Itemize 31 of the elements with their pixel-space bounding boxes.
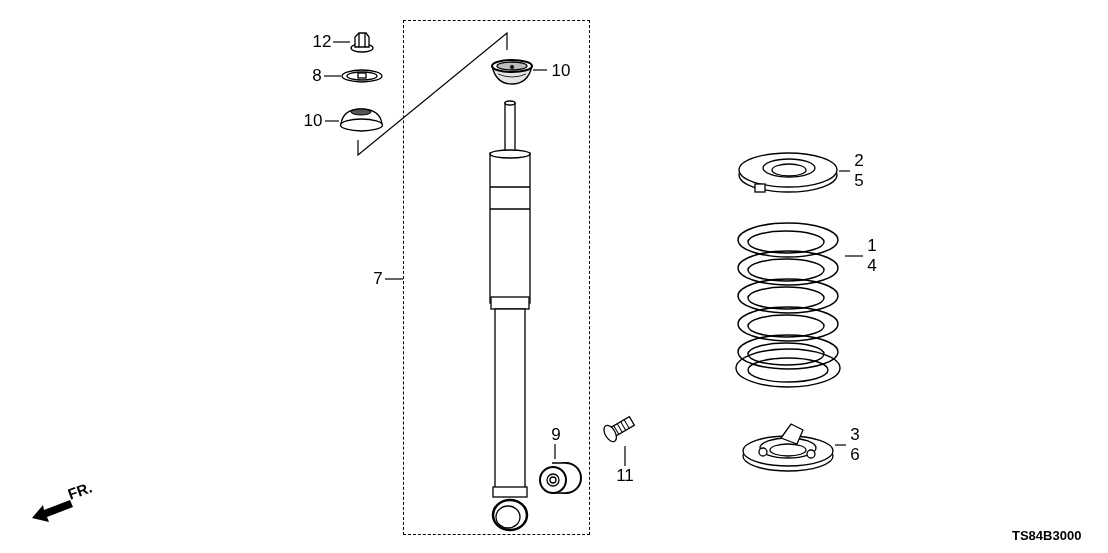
leader-line [844, 255, 864, 257]
rubber-mount-drawing [339, 106, 384, 132]
callout-number: 5 [854, 171, 864, 191]
leader-line [838, 170, 851, 172]
callout-number: 12 [312, 32, 332, 52]
callout-number: 8 [312, 66, 322, 86]
leader-line [834, 444, 847, 446]
leader-line [324, 120, 340, 122]
callout-number: 2 [854, 151, 864, 171]
leader-line [554, 443, 556, 460]
leader-line [624, 445, 626, 467]
callout-number: 7 [373, 269, 383, 289]
dash-dot-assembly-frame [403, 20, 590, 535]
leader-line [323, 75, 342, 77]
shock-absorber-drawing [486, 97, 534, 533]
callout-number: 9 [551, 425, 561, 445]
leader-line [532, 69, 548, 71]
callout-number: 4 [867, 256, 877, 276]
callout-number: 10 [551, 61, 571, 81]
callout-number: 3 [850, 425, 860, 445]
front-direction-label: FR. [64, 477, 96, 505]
leader-line [332, 41, 351, 43]
flange-nut-drawing [350, 31, 374, 53]
leader-line [384, 278, 404, 280]
callout-number: 6 [850, 445, 860, 465]
washer-drawing [341, 69, 383, 83]
callout-number: 1 [867, 236, 877, 256]
rubber-cup-drawing [490, 58, 534, 85]
diagram-code: TS84B3000 [1012, 527, 1082, 545]
callout-number: 10 [303, 111, 323, 131]
callout-number: 11 [616, 466, 634, 486]
